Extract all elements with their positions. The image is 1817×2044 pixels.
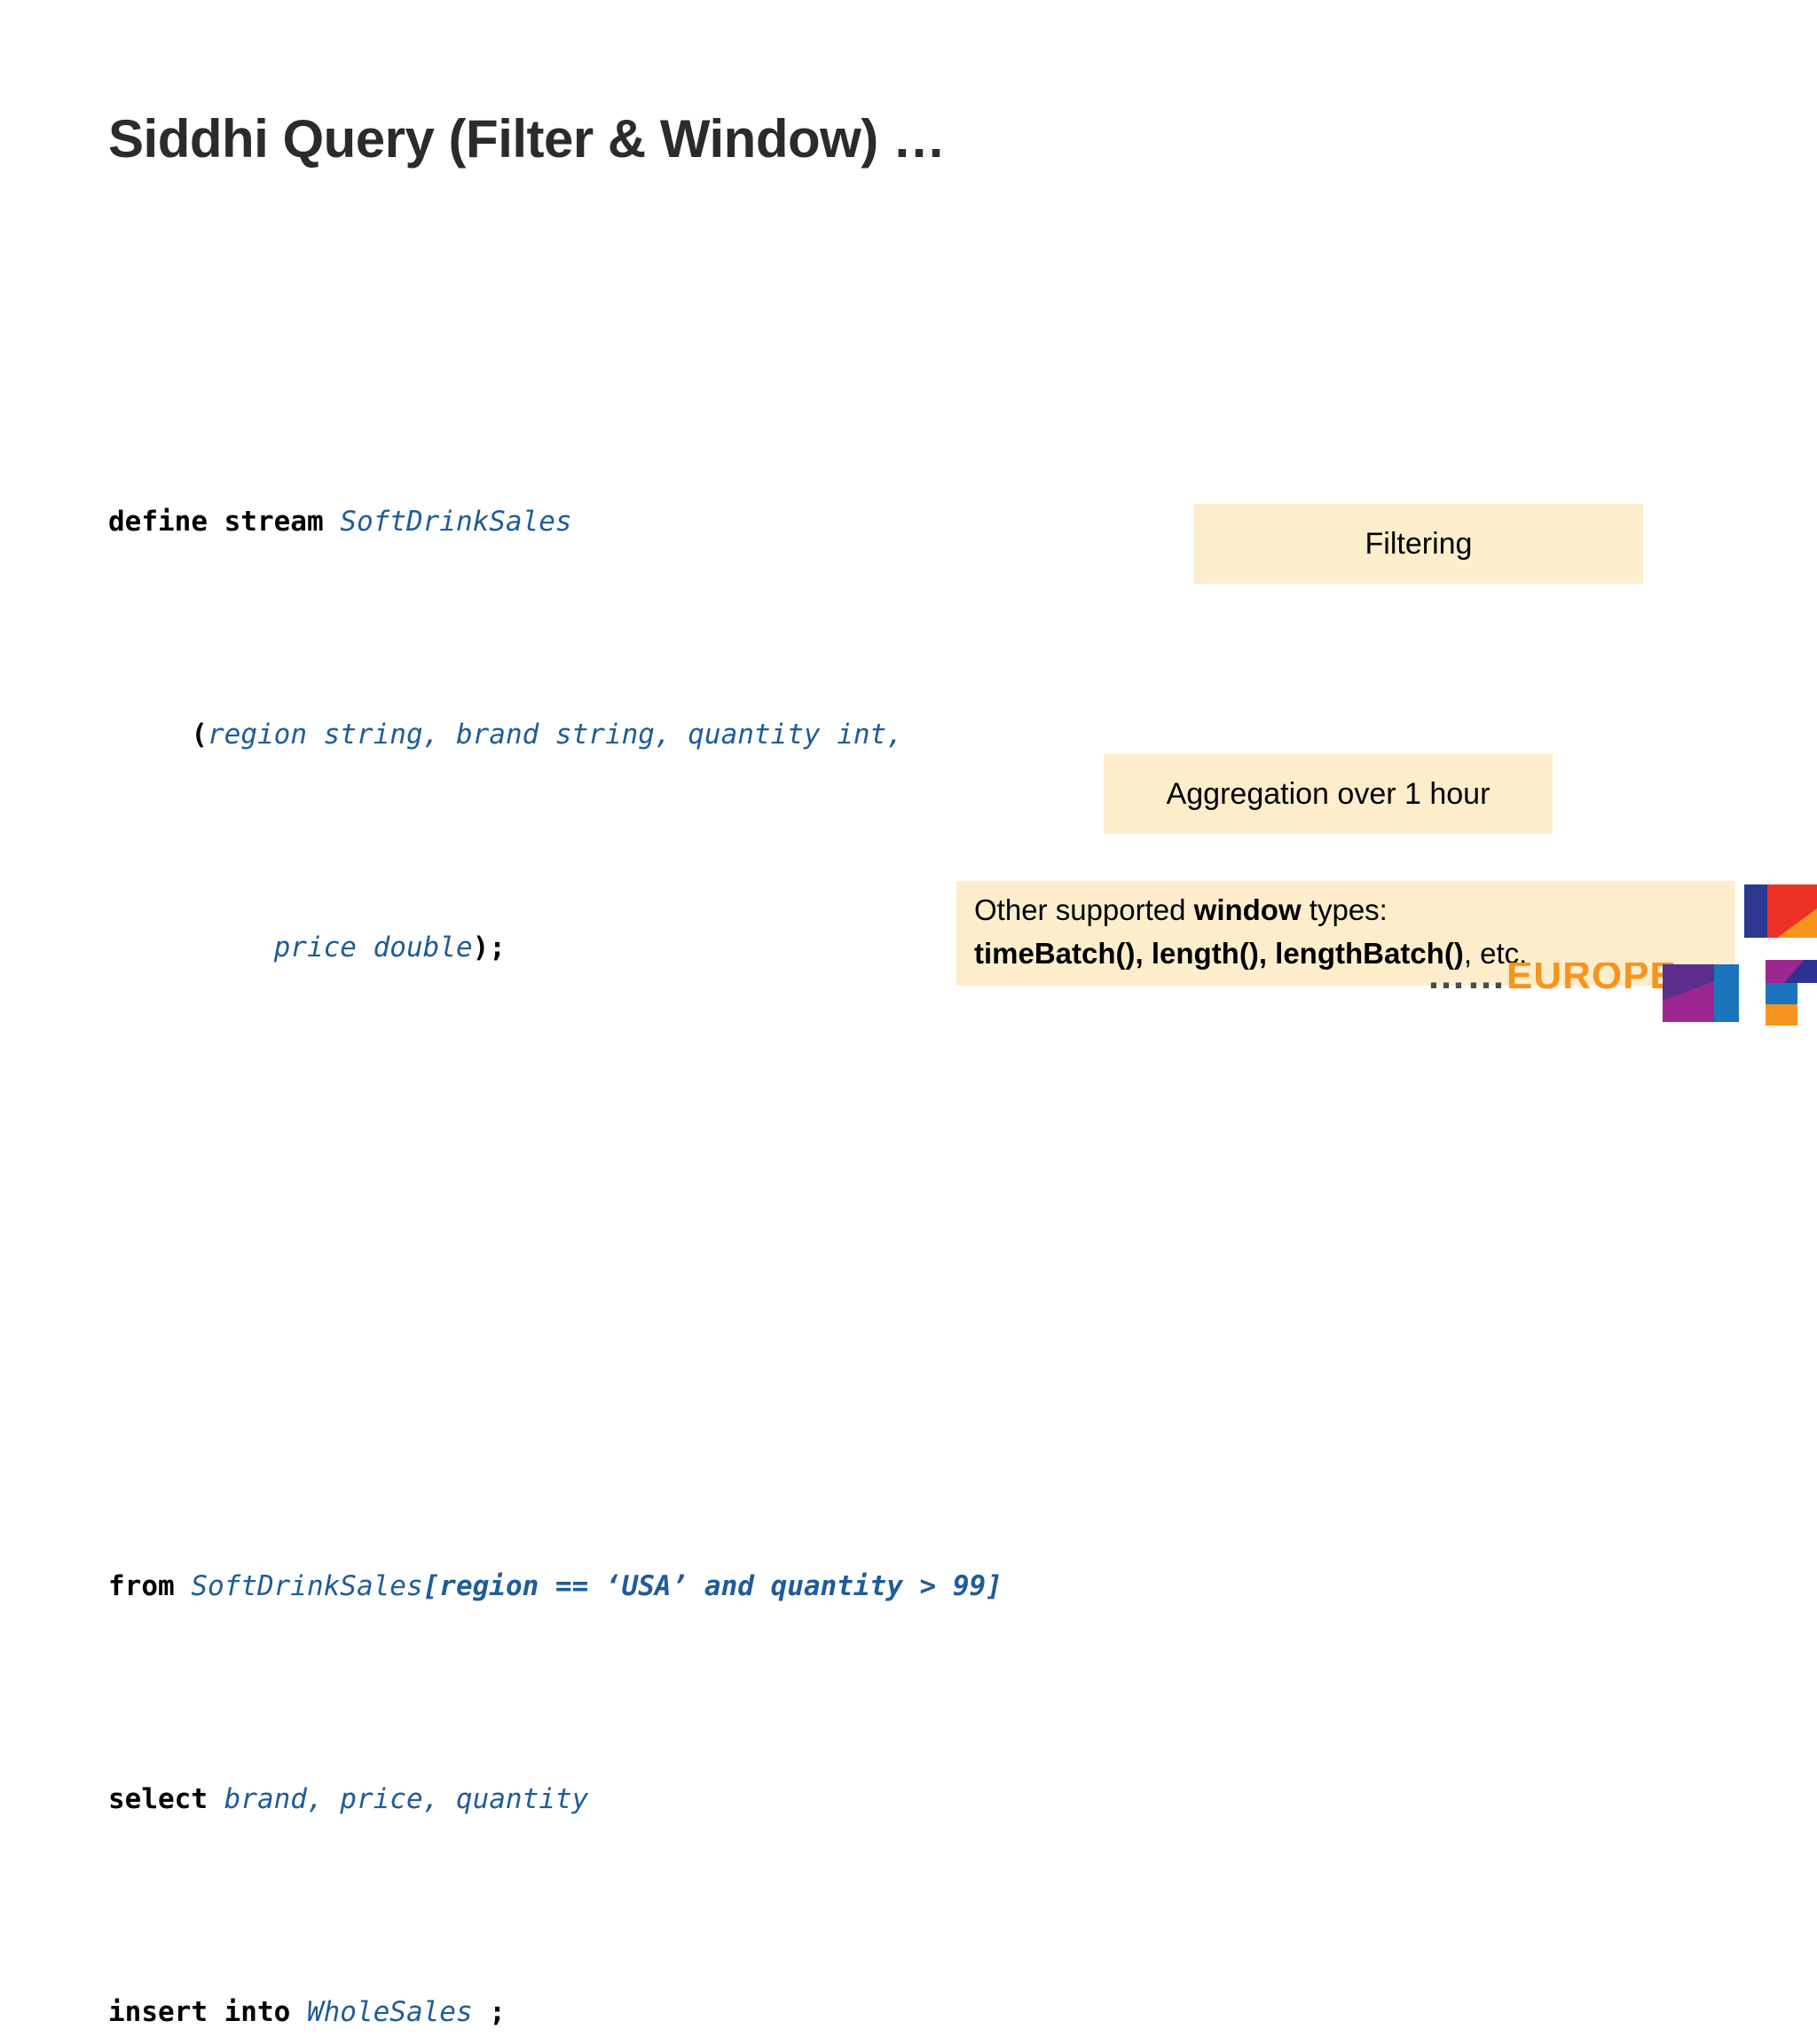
- code-identifier-stream-name: SoftDrinkSales: [340, 506, 572, 538]
- event-logo-mark: [1663, 884, 1817, 1026]
- code-keyword: from: [108, 1570, 192, 1602]
- code-keyword: define stream: [108, 506, 341, 538]
- code-identifier-attributes-1: region string, brand string, quantity in…: [208, 719, 903, 751]
- logo-shape-blue: [1766, 983, 1797, 1004]
- code-keyword: select: [108, 1783, 224, 1815]
- code-identifier-output-stream: WholeSales: [306, 1996, 473, 2028]
- code-line-define-2: (region string, brand string, quantity i…: [108, 708, 1003, 761]
- code-block: define stream SoftDrinkSales (region str…: [108, 282, 1003, 2044]
- logo-shape-blue: [1714, 964, 1739, 1022]
- code-indent: [108, 719, 191, 751]
- event-logo-text-inner: ……EUROPE: [1427, 963, 1677, 998]
- code-line-filter-insert: insert into WholeSales ;: [108, 1985, 1003, 2039]
- code-open-paren: (: [191, 719, 208, 751]
- code-identifier-attributes-2: price double: [273, 932, 473, 963]
- code-indent: [108, 932, 274, 963]
- logo-block-bottom-right: [1766, 960, 1817, 1026]
- code-keyword: insert into: [108, 1996, 307, 2028]
- callout-aggregation: Aggregation over 1 hour: [1104, 754, 1553, 834]
- code-identifier-stream-name: SoftDrinkSales: [191, 1570, 423, 1602]
- code-line-filter-from: from SoftDrinkSales[region == ‘USA’ and …: [108, 1560, 1003, 1613]
- code-line-define-3: price double);: [108, 921, 1003, 974]
- code-line-spacer-2: [108, 1293, 1003, 1347]
- code-close-paren-semicolon: );: [472, 932, 506, 963]
- code-line-filter-select: select brand, price, quantity: [108, 1773, 1003, 1826]
- callout-window-types: Other supported window types: timeBatch(…: [956, 881, 1735, 986]
- callout-window-types-list: timeBatch(), length(), lengthBatch(): [974, 937, 1464, 970]
- code-line-spacer-1: [108, 1134, 1003, 1187]
- logo-block-bottom-left: [1663, 964, 1739, 1022]
- callout-aggregation-label: Aggregation over 1 hour: [1166, 776, 1491, 811]
- logo-block-top: [1744, 884, 1817, 938]
- event-logo-text: ……EUROPE: [1427, 963, 1746, 1005]
- code-semicolon: ;: [472, 1996, 506, 2028]
- callout-filtering: Filtering: [1194, 504, 1643, 584]
- logo-shape-orange: [1766, 1004, 1797, 1026]
- event-logo-text-masked: ……: [1427, 963, 1506, 997]
- callout-window-types-line1: Other supported window types:: [974, 888, 1735, 932]
- callout-window-types-keyword: window: [1193, 893, 1302, 926]
- callout-window-types-etc: , etc.: [1463, 937, 1528, 970]
- code-filter-condition: [region == ‘USA’ and quantity > 99]: [422, 1570, 1003, 1602]
- callout-window-types-line2: timeBatch(), length(), lengthBatch(), et…: [974, 932, 1735, 975]
- logo-shape-blue: [1744, 884, 1767, 938]
- event-logo-text-europe: EUROPE: [1506, 963, 1677, 997]
- callout-window-types-prefix: Other supported: [974, 893, 1194, 926]
- page-title: Siddhi Query (Filter & Window) …: [108, 109, 946, 169]
- slide-canvas: Siddhi Query (Filter & Window) … define …: [108, 109, 1817, 2028]
- callout-window-types-suffix: types:: [1301, 893, 1388, 926]
- code-line-define-1: define stream SoftDrinkSales: [108, 495, 1003, 548]
- callout-filtering-label: Filtering: [1365, 526, 1473, 561]
- code-identifier-select-list: brand, price, quantity: [224, 1783, 589, 1815]
